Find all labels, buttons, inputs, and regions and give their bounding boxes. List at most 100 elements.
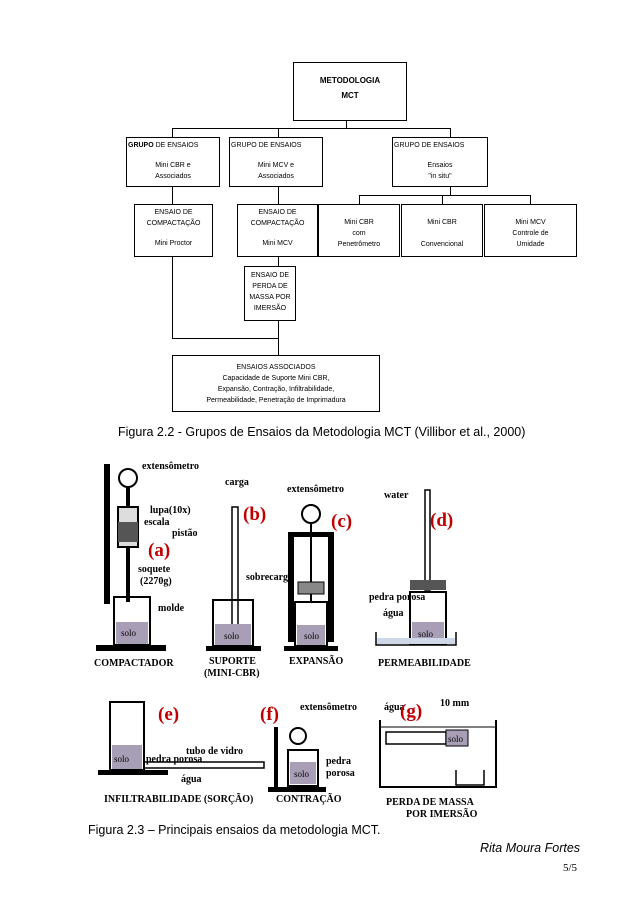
box-label: IMERSÃO (253, 305, 287, 312)
capsule (455, 770, 485, 786)
box-label: ENSAIO DE (154, 209, 193, 216)
connector (278, 128, 279, 137)
root-title: METODOLOGIA (319, 76, 381, 85)
box-label: Expansão, Contração, Infiltrabilidade, (217, 386, 335, 393)
dial-gauge-icon (289, 727, 307, 745)
surcharge (297, 581, 325, 595)
mold (287, 749, 319, 787)
pedra-label: pedra (326, 756, 351, 767)
connector (278, 256, 279, 266)
water-tray (375, 632, 457, 646)
escala-label: escala (144, 517, 170, 528)
box-label: Controle de (512, 230, 549, 237)
frame-post (104, 464, 110, 604)
box-label: com (352, 230, 366, 237)
porosa-label: porosa (326, 768, 355, 779)
compaction-mini-mcv-box: ENSAIO DE COMPACTAÇÃO Mini MCV (237, 204, 318, 257)
panel-infiltrabilidade: solo (e) tubo de vidro pedra porosa água… (98, 701, 265, 805)
molde-label: molde (158, 603, 185, 614)
group-label: Associados (258, 173, 294, 180)
perda-massa-subtitle: POR IMERSÃO (406, 808, 478, 820)
carga-label: carga (225, 477, 249, 488)
connector (278, 186, 279, 205)
base (98, 770, 168, 775)
solo-label: solo (418, 629, 434, 639)
panel-permeabilidade: solo water (d) pedra porosa água PERMEAB… (369, 489, 471, 669)
box-label: Permeabilidade, Penetração de Imprimadur… (206, 397, 346, 404)
box-label: Convencional (420, 241, 464, 248)
agua-label: água (181, 774, 202, 785)
mold-horizontal (385, 731, 447, 745)
group-title-rest: DE ENSAIOS (153, 142, 199, 149)
pedra-porosa-label: pedra porosa (146, 754, 202, 765)
pistao-label: pistão (172, 528, 198, 539)
panel-contracao: solo (f) extensômetro pedra porosa CONTR… (260, 702, 357, 805)
box-label: COMPACTAÇÃO (250, 220, 305, 227)
extensometro-label: extensômetro (287, 484, 344, 495)
author-name: Rita Moura Fortes (480, 841, 581, 855)
letter-a: (a) (148, 540, 170, 561)
glass-tube (143, 761, 265, 769)
sobrecarga-label: sobrecarga (246, 572, 293, 583)
soil-sample (445, 729, 469, 747)
box-label: Mini Proctor (154, 240, 193, 247)
box-label: Umidade (516, 241, 545, 248)
connector (359, 195, 360, 205)
water-tank (379, 720, 497, 788)
mm-label: 10 mm (440, 698, 470, 709)
figure-2-2-caption: Figura 2.2 - Grupos de Ensaios da Metodo… (118, 425, 526, 439)
base (284, 646, 338, 651)
letter-b: (b) (243, 504, 266, 525)
permeabilidade-title: PERMEABILIDADE (378, 658, 471, 669)
group-title: GRUPO DE ENSAIOS (394, 142, 465, 149)
group-box-mini-cbr: GRUPO DE ENSAIOS Mini CBR e Associados (126, 137, 220, 187)
letter-g: (g) (400, 701, 422, 722)
top-cap (410, 580, 446, 590)
frame-post (274, 727, 278, 787)
box-label: COMPACTAÇÃO (146, 220, 201, 227)
box-label: ENSAIOS ASSOCIADOS (236, 364, 316, 371)
piston-rod (231, 506, 239, 628)
immersion-loss-box: ENSAIO DE PERDA DE MASSA POR IMERSÃO (244, 266, 296, 321)
dial-gauge-icon (301, 504, 321, 524)
solo-label: solo (448, 734, 464, 744)
solo-label: solo (294, 769, 310, 779)
connector (450, 186, 451, 195)
connector (172, 128, 173, 137)
group-title: GRUPO DE ENSAIOS (231, 142, 302, 149)
box-label: Mini CBR (427, 219, 457, 226)
group-label: Ensaios (427, 162, 453, 169)
group-label: Mini CBR e (155, 162, 191, 169)
associated-tests-box: ENSAIOS ASSOCIADOS Capacidade de Suporte… (172, 355, 380, 412)
soil-sample (290, 762, 316, 784)
letter-f: (f) (260, 704, 279, 725)
letter-c: (c) (331, 511, 352, 532)
letter-d: (d) (430, 510, 453, 531)
connector (530, 195, 531, 205)
group-box-mini-mcv: GRUPO DE ENSAIOS Mini MCV e Associados (229, 137, 323, 187)
connector (172, 256, 173, 339)
solo-label: solo (304, 631, 320, 641)
box-label: Mini CBR (344, 219, 374, 226)
field-mini-mcv-moisture-box: Mini MCV Controle de Umidade (484, 204, 577, 257)
group-box-in-situ: GRUPO DE ENSAIOS Ensaios "in situ" (392, 137, 488, 187)
frame-post-left (288, 532, 294, 642)
connector (172, 338, 279, 339)
water-tube (424, 489, 431, 591)
field-mini-cbr-penetrometer-box: Mini CBR com Penetrômetro (318, 204, 400, 257)
box-label: PERDA DE (252, 283, 288, 290)
contracao-title: CONTRAÇÃO (276, 793, 342, 805)
suporte-title: SUPORTE (209, 656, 256, 667)
expansao-title: EXPANSÃO (289, 655, 343, 667)
infiltrabilidade-title: INFILTRABILIDADE (SORÇÃO) (104, 793, 253, 805)
lupa-label: lupa(10x) (150, 505, 191, 516)
field-mini-cbr-conventional-box: Mini CBR Convencional (401, 204, 483, 257)
group-label: Associados (155, 173, 191, 180)
agua-label: água (383, 608, 404, 619)
group-title-bold: GRUPO (128, 142, 154, 149)
water-label: water (384, 490, 409, 501)
base (206, 646, 261, 651)
figure-2-3-caption: Figura 2.3 – Principais ensaios da metod… (88, 823, 381, 837)
box-label: Mini MCV (515, 219, 546, 226)
panel-perda-massa: solo água (g) 10 mm PERDA DE MASSA POR I… (379, 698, 497, 820)
